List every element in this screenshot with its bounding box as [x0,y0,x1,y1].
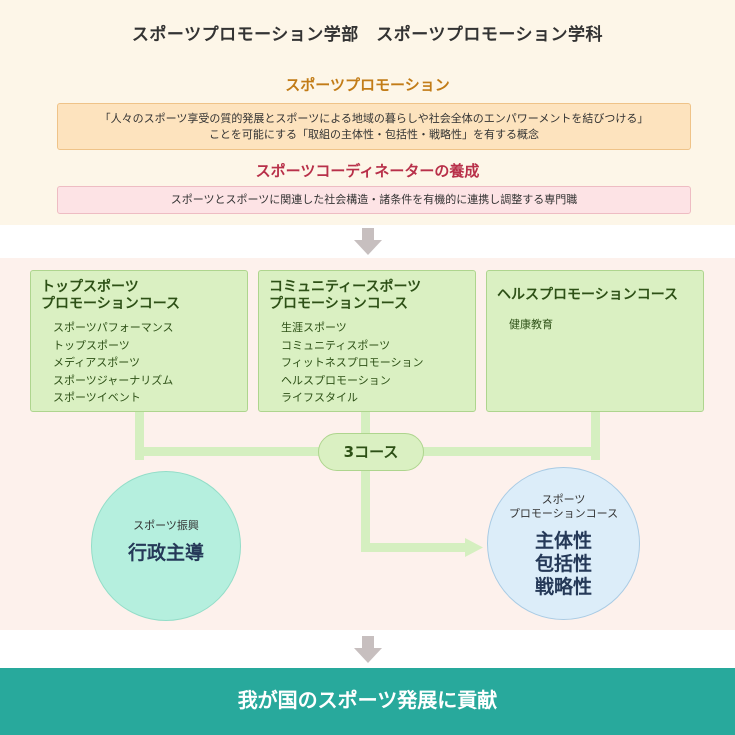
circle-main-text: 戦略性 [534,576,592,598]
course-item: 健康教育 [509,318,553,331]
course-item: スポーツパフォーマンス [53,321,174,334]
circle-main-text: 包括性 [534,553,592,575]
coordinator-title: スポーツコーディネーターの養成 [255,162,480,180]
promotion-concept-box: 「人々のスポーツ享受の質的発展とスポーツによる地域の暮らしや社会全体のエンパワー… [57,103,691,150]
course-item-list: 健康教育 [497,316,703,334]
circle-main-text: 主体性 [534,530,592,552]
course-top-sports: トップスポーツ プロモーションコース スポーツパフォーマンス トップスポーツ メ… [30,270,248,412]
promotion-concept-line1: 「人々のスポーツ享受の質的発展とスポーツによる地域の暮らしや社会全体のエンパワー… [99,112,649,125]
course-item-list: スポーツパフォーマンス トップスポーツ メディアスポーツ スポーツジャーナリズム… [41,319,247,407]
three-courses-badge: 3コース [318,433,424,471]
course-item: 生涯スポーツ [281,321,347,334]
circle-main-text: 行政主導 [127,542,204,564]
promotion-concept-line2: ことを可能にする「取組の主体性・包括性・戦略性」を有する概念 [208,128,540,141]
course-item: メディアスポーツ [53,356,141,369]
promotion-concept-title: スポーツプロモーション [285,76,450,94]
government-led-circle: スポーツ振興 行政主導 [91,471,241,621]
circle-subtitle: スポーツ振興 [133,519,199,532]
footer-text: 我が国のスポーツ発展に貢献 [237,688,498,712]
course-item: フィットネスプロモーション [281,356,424,369]
page-title: スポーツプロモーション学部 スポーツプロモーション学科 [131,25,604,45]
coordinator-box: スポーツとスポーツに関連した社会構造・諸条件を有機的に連携し調整する専門職 [57,186,691,214]
down-arrow-icon [354,636,382,663]
course-item: トップスポーツ [53,338,130,352]
course-item: コミュニティスポーツ [281,338,391,352]
course-title: トップスポーツ プロモーションコース [41,279,181,312]
course-title: ヘルスプロモーションコース [497,287,679,303]
coordinator-text: スポーツとスポーツに関連した社会構造・諸条件を有機的に連携し調整する専門職 [170,193,578,206]
course-item: スポーツジャーナリズム [53,373,174,387]
course-item: ヘルスプロモーション [281,373,391,387]
course-item-list: 生涯スポーツ コミュニティスポーツ フィットネスプロモーション ヘルスプロモーシ… [269,319,475,407]
course-health-promotion: ヘルスプロモーションコース 健康教育 [486,270,704,412]
circle-main-list: 主体性 包括性 戦略性 [488,530,639,599]
course-item: ライフスタイル [281,391,358,404]
sports-promotion-course-circle: スポーツ プロモーションコース 主体性 包括性 戦略性 [487,467,640,620]
footer-band [0,668,735,735]
course-title: コミュニティースポーツ プロモーションコース [269,279,422,312]
circle-subtitle: スポーツ プロモーションコース [508,493,619,520]
course-item: スポーツイベント [53,391,141,404]
down-arrow-icon [354,228,382,255]
course-community-sports: コミュニティースポーツ プロモーションコース 生涯スポーツ コミュニティスポーツ… [258,270,476,412]
